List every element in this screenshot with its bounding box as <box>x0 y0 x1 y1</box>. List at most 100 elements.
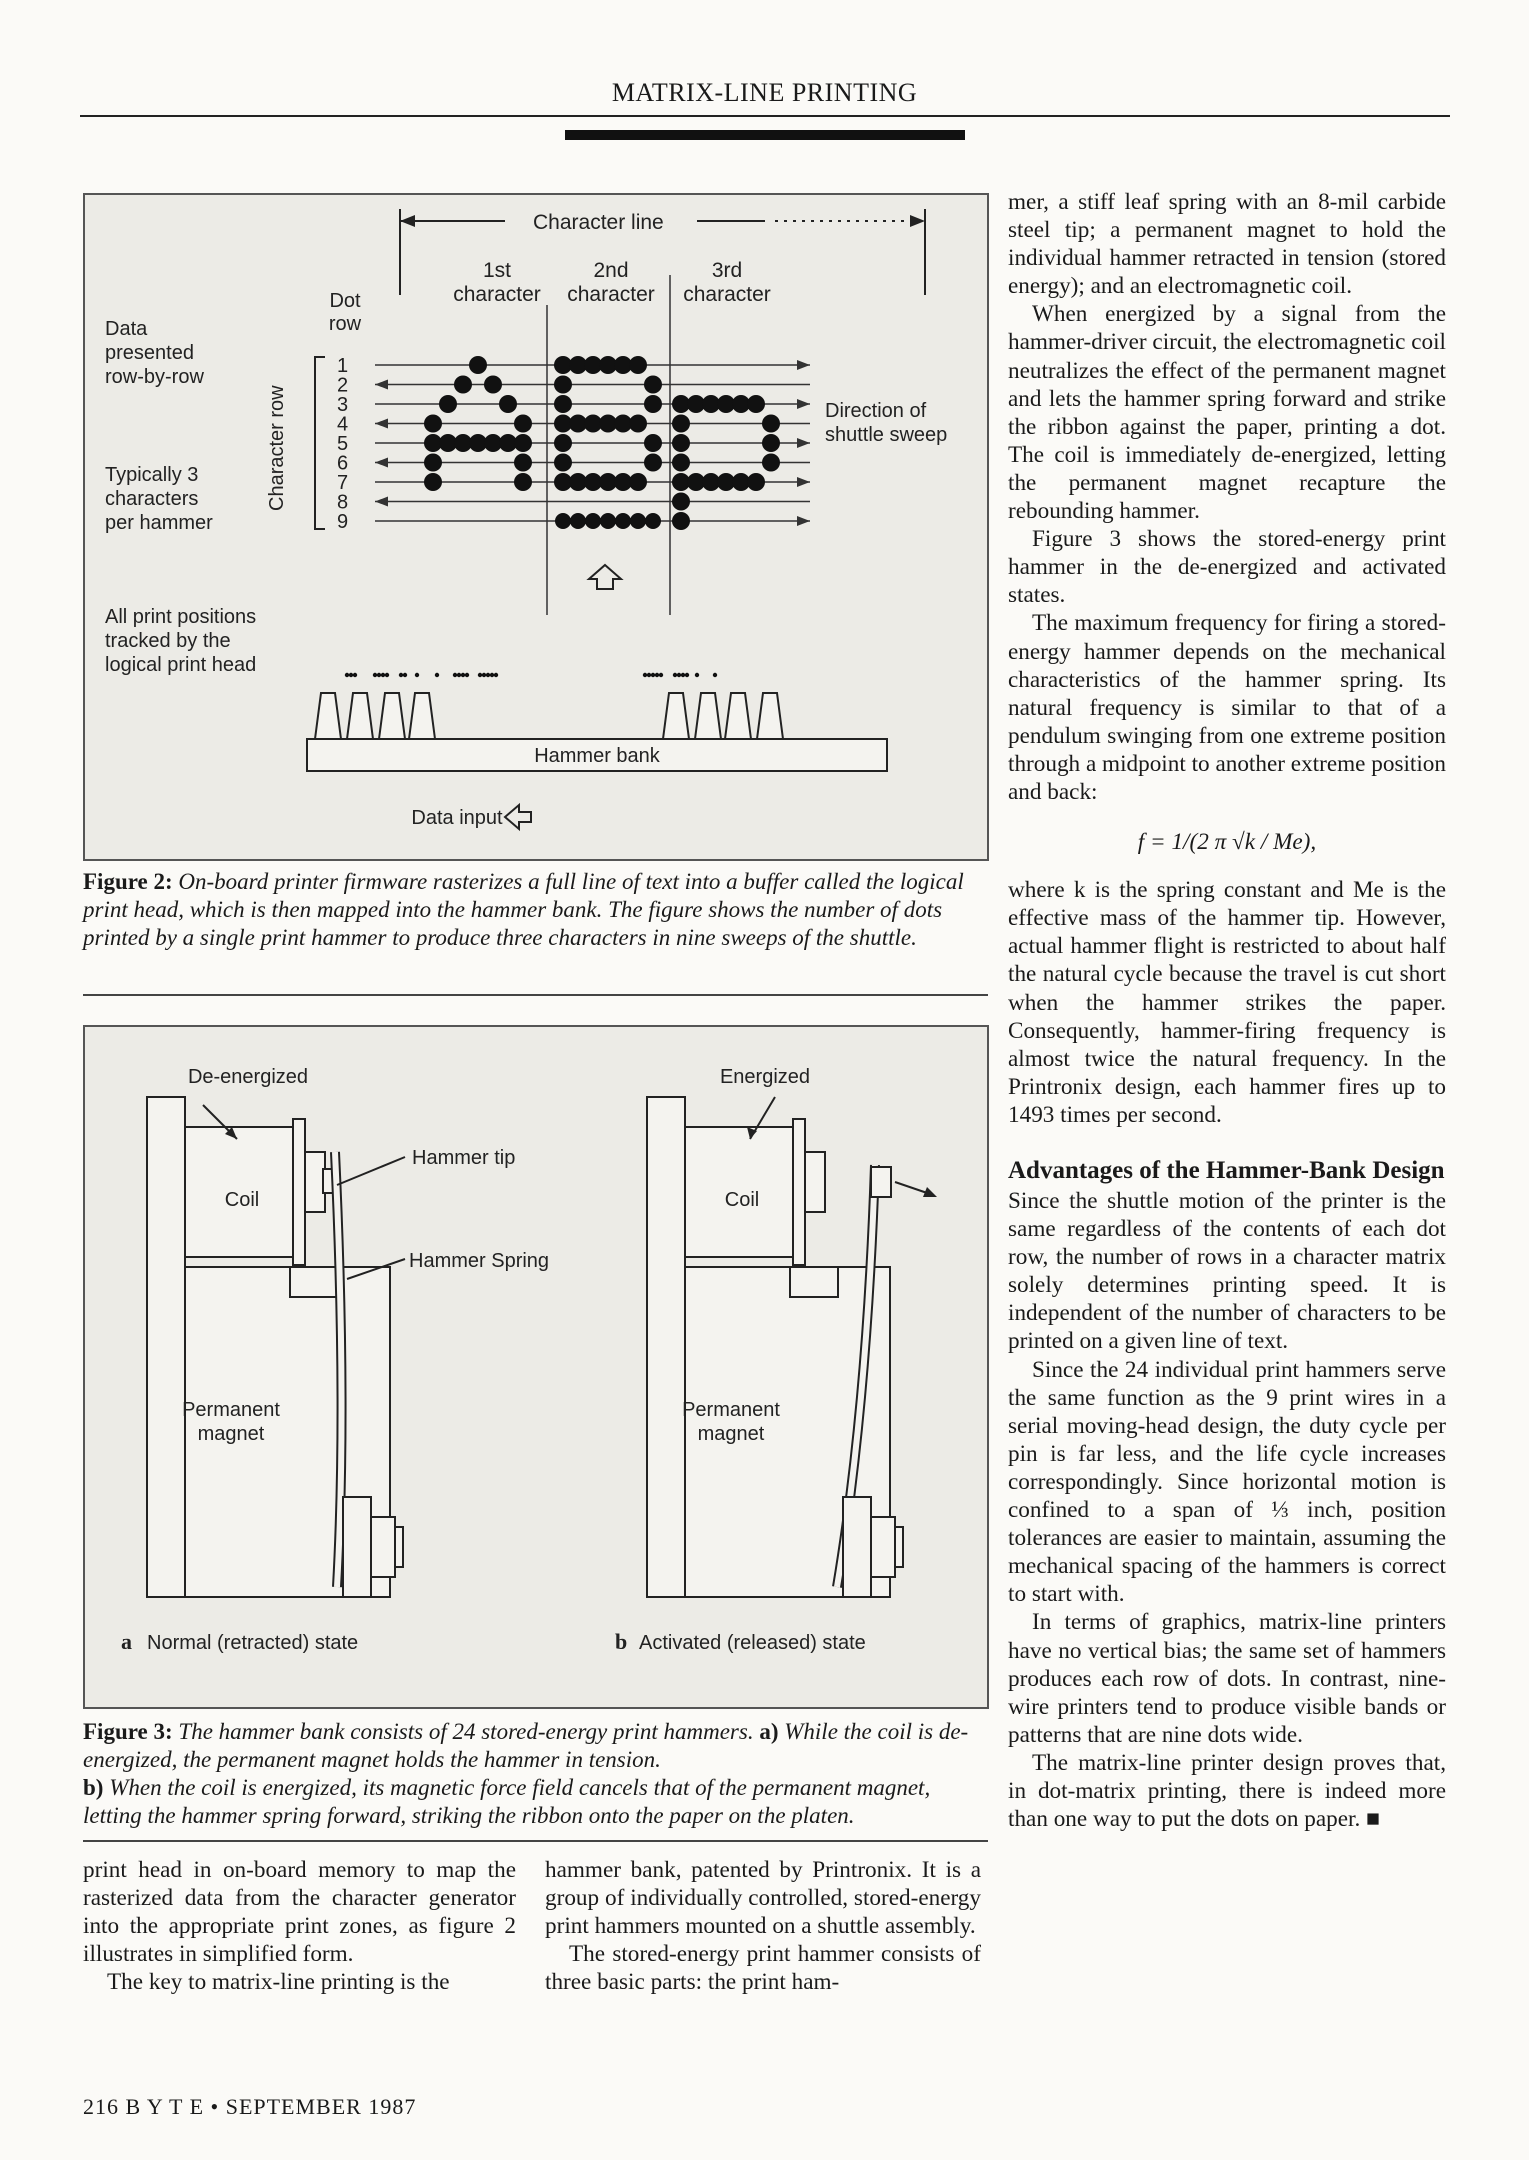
dot <box>614 473 632 491</box>
figure-2: Character line 1st character 2nd charact… <box>83 193 989 861</box>
mark <box>680 672 686 678</box>
dot-row-label: Dot <box>329 290 361 312</box>
direction-label-2: shuttle sweep <box>825 424 947 446</box>
col2-paragraph-2: The stored-energy print hammer consists … <box>545 1941 981 1996</box>
dot <box>484 434 502 452</box>
dot <box>629 356 647 374</box>
row-number: 4 <box>337 414 348 436</box>
row-number: 5 <box>337 433 348 455</box>
mark <box>344 672 350 678</box>
hammer-bank-rect <box>306 738 888 772</box>
mark <box>658 672 664 678</box>
up-arrow-icon <box>586 563 624 590</box>
dot <box>614 414 632 433</box>
row-number: 2 <box>337 375 348 397</box>
dot <box>585 513 601 529</box>
mark <box>485 672 491 678</box>
mark <box>352 672 358 678</box>
row-number: 8 <box>337 492 348 514</box>
caption-rule-1 <box>83 994 988 996</box>
dot <box>644 453 662 472</box>
de-energized-label: De-energized <box>188 1066 308 1088</box>
row-number: 1 <box>337 355 348 377</box>
section-heading: Advantages of the Hammer-Bank Design <box>1008 1157 1445 1184</box>
coil-label-a: Coil <box>225 1189 259 1211</box>
col3-paragraph-3: Figure 3 shows the stored-energy print h… <box>1008 526 1446 609</box>
dot <box>717 395 735 413</box>
activated-state-mechanism <box>646 1096 937 1598</box>
second-char-label-2: character <box>567 283 655 306</box>
state-b-label: Activated (released) state <box>639 1632 866 1654</box>
hammers <box>313 692 785 740</box>
mark <box>398 672 404 678</box>
dot <box>599 414 617 433</box>
dot <box>762 414 780 433</box>
mark <box>456 672 462 678</box>
dot <box>514 473 532 491</box>
dot <box>570 513 586 529</box>
dot <box>672 512 690 530</box>
row-arrow <box>797 477 810 487</box>
hammer-spring-label: Hammer Spring <box>409 1250 549 1272</box>
dot <box>554 414 572 433</box>
figure-3: De-energized Coil Hammer tip Hammer Spri… <box>83 1025 989 1709</box>
dot <box>629 414 647 433</box>
row-arrow <box>375 496 388 507</box>
hammer-bank-label: Hammer bank <box>534 745 661 767</box>
dot <box>599 356 617 374</box>
dot <box>702 473 720 491</box>
dot <box>439 395 457 413</box>
figure-3-caption: Figure 3: The hammer bank consists of 24… <box>83 1719 969 1828</box>
dot <box>454 434 472 452</box>
row-arrow <box>375 457 388 468</box>
typically-3: per hammer <box>105 512 213 534</box>
col3-paragraph-6: Since the shuttle motion of the printer … <box>1008 1188 1446 1355</box>
dot <box>554 434 572 452</box>
dot <box>554 453 572 472</box>
row-arrow <box>797 516 810 526</box>
hammer <box>755 692 785 740</box>
dot <box>732 395 750 413</box>
dot <box>644 395 662 413</box>
third-char-label: 3rd <box>712 259 742 282</box>
dot <box>747 395 765 413</box>
dot <box>584 356 602 374</box>
dot <box>514 414 532 433</box>
dot <box>672 453 690 472</box>
dot <box>644 434 662 452</box>
dot <box>600 513 616 529</box>
dot <box>439 434 457 452</box>
figure-2-caption: Figure 2: On-board printer firmware rast… <box>83 869 964 950</box>
column-2: hammer bank, patented by Printronix. It … <box>545 1856 981 1996</box>
header-rule <box>80 115 1450 117</box>
dot <box>424 453 442 472</box>
dot <box>732 473 750 491</box>
row-number: 6 <box>337 453 348 475</box>
dot <box>454 375 472 394</box>
mark <box>493 672 499 678</box>
data-presented-2: presented <box>105 342 194 364</box>
energized-label: Energized <box>720 1066 810 1088</box>
row-number: 3 <box>337 394 348 416</box>
mark <box>384 672 390 678</box>
mark <box>434 672 440 678</box>
mark <box>414 672 420 678</box>
mark <box>372 672 378 678</box>
dot <box>554 395 572 413</box>
dot <box>569 356 587 374</box>
caption-rule-2 <box>83 1840 988 1842</box>
normal-state-mechanism <box>146 1096 406 1598</box>
hammer <box>345 692 375 740</box>
data-input-arrow-icon <box>503 802 532 832</box>
data-presented-1: Data <box>105 318 148 340</box>
running-head: MATRIX-LINE PRINTING <box>611 78 918 107</box>
row-number: 7 <box>337 472 348 494</box>
mark <box>481 672 487 678</box>
dot <box>484 375 502 394</box>
dot <box>687 395 705 413</box>
mark <box>460 672 466 678</box>
direction-label-1: Direction of <box>825 400 927 422</box>
dot <box>645 513 661 529</box>
dot <box>717 473 735 491</box>
